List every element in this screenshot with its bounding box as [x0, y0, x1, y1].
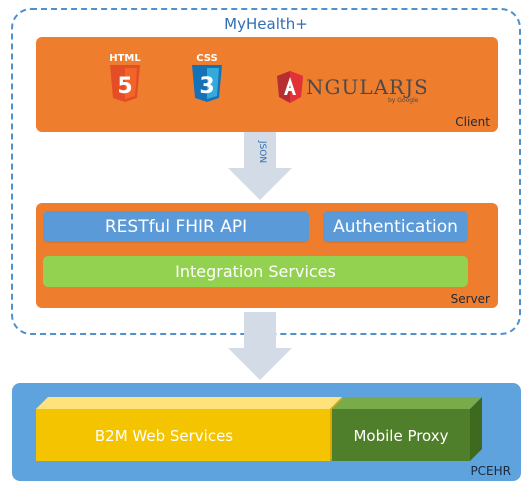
pcehr-label: PCEHR	[470, 464, 511, 478]
restful-fhir-api-box: RESTful FHIR API	[43, 211, 309, 242]
css3-logo-icon: CSS 3	[192, 53, 222, 102]
css3-logo-text: CSS	[196, 53, 217, 64]
b2m-web-services-label: B2M Web Services	[95, 427, 233, 445]
client-box: HTML 5 CSS 3 NGULARJS by Google Client	[36, 37, 498, 132]
down-arrow	[228, 312, 292, 380]
angularjs-logo-sub: by Google	[388, 97, 419, 104]
angularjs-logo-text: NGULARJS	[306, 75, 426, 99]
html5-logo-digit: 5	[117, 74, 132, 99]
pcehr-box: B2M Web Services Mobile Proxy PCEHR	[12, 383, 521, 481]
server-label: Server	[450, 292, 490, 306]
myhealth-title: MyHealth+	[224, 15, 308, 33]
client-label: Client	[455, 115, 490, 129]
angularjs-logo-icon: NGULARJS by Google	[277, 71, 426, 104]
json-arrow-label: JSON	[257, 140, 267, 163]
authentication-box: Authentication	[323, 211, 468, 242]
html5-logo-icon: HTML 5	[109, 53, 141, 102]
pcehr-cubes: B2M Web Services Mobile Proxy	[36, 397, 482, 461]
html5-logo-text: HTML	[109, 53, 141, 64]
mobile-proxy-label: Mobile Proxy	[353, 427, 448, 445]
json-arrow: JSON	[228, 132, 292, 200]
css3-logo-digit: 3	[199, 74, 214, 99]
server-box: RESTful FHIR API Authentication Integrat…	[36, 203, 498, 308]
integration-services-box: Integration Services	[43, 256, 468, 287]
